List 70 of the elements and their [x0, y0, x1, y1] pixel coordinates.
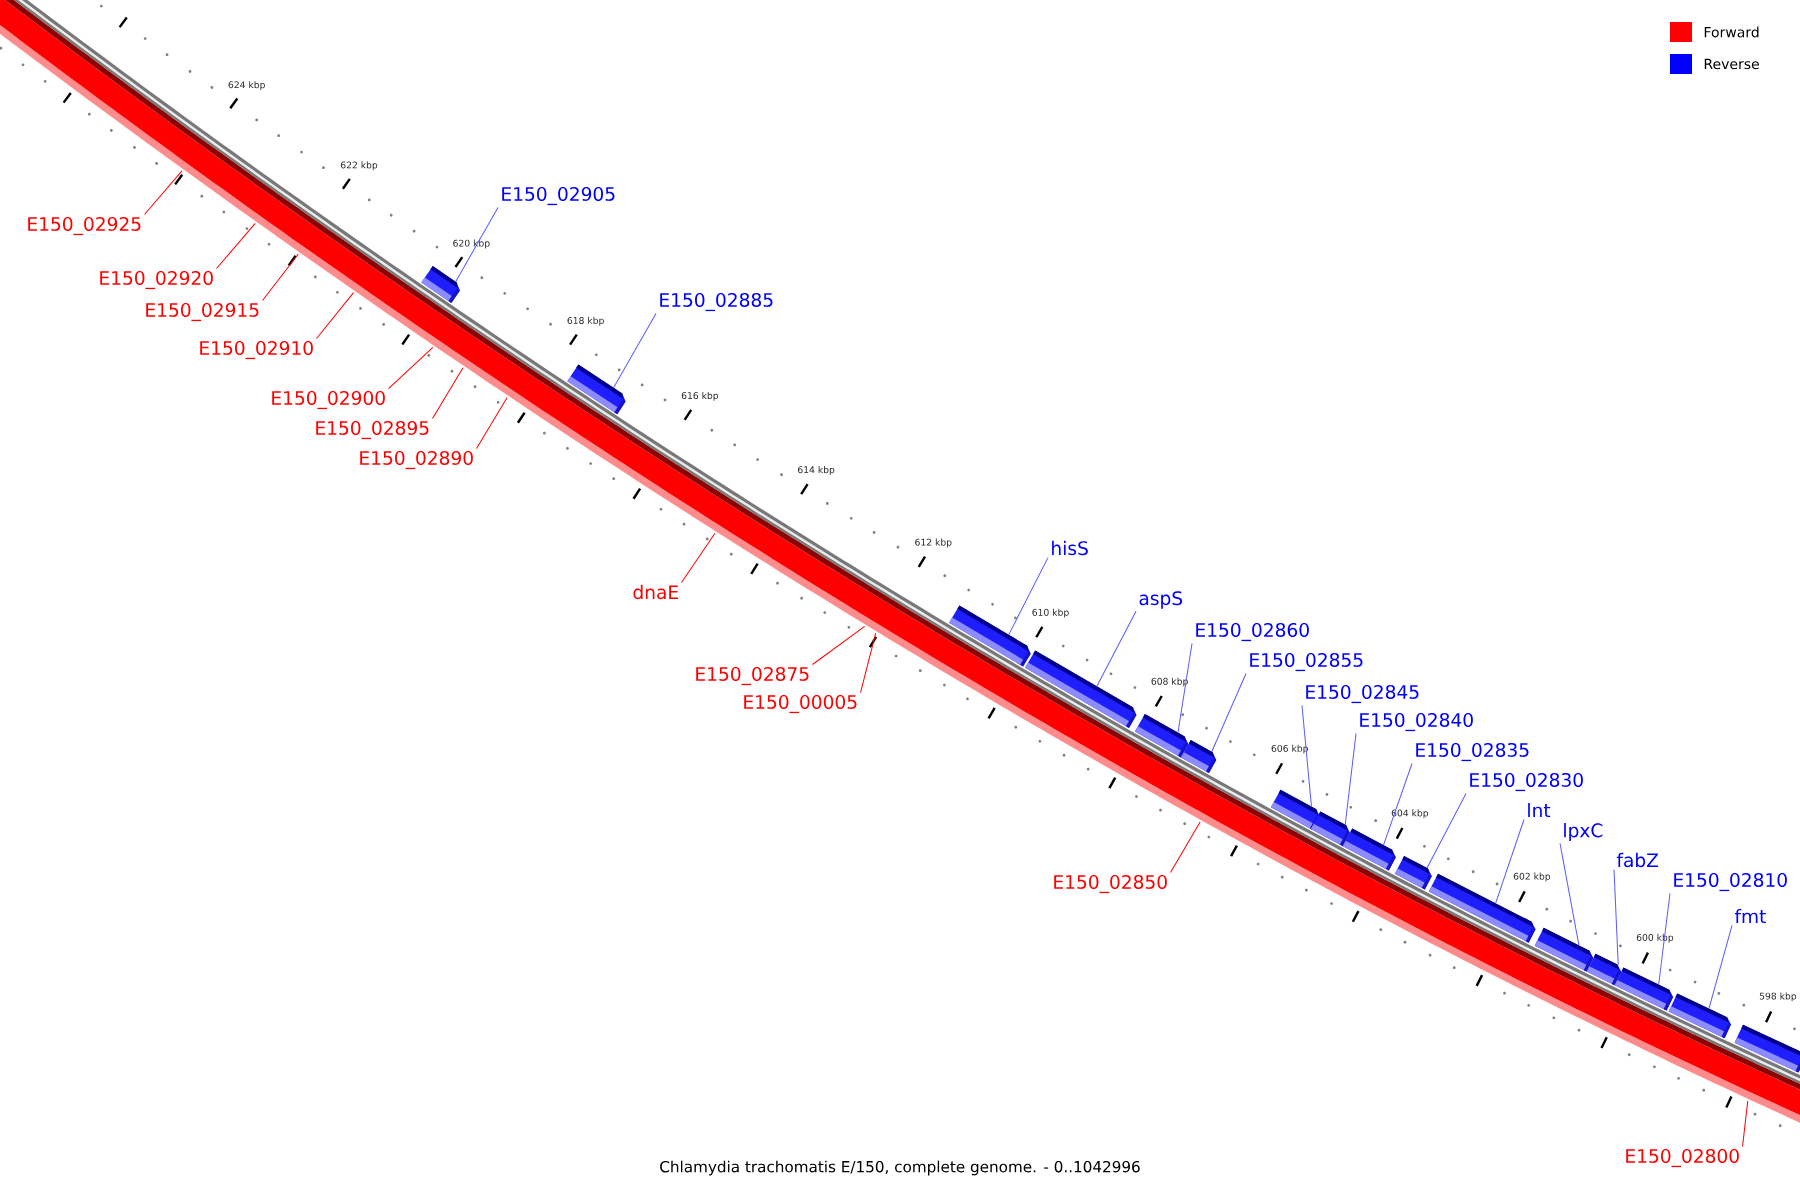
gene-block — [1310, 811, 1350, 847]
leader-line — [1008, 557, 1049, 636]
gene-block — [949, 605, 1031, 667]
gene-block — [1270, 789, 1320, 831]
gene-label: dnaE — [633, 584, 678, 600]
gene-label: E150_02910 — [200, 340, 313, 360]
gene-label: E150_02905 — [502, 186, 615, 206]
leader-line — [1708, 925, 1733, 1010]
leader-line — [613, 313, 657, 389]
gene-label: E150_02875 — [696, 666, 809, 686]
gene-block — [421, 265, 460, 303]
gene-label: E150_02855 — [1250, 652, 1363, 672]
leader-line — [860, 632, 877, 693]
gene-label: E150_02840 — [1360, 712, 1473, 732]
gene-block — [1534, 927, 1594, 972]
leader-line — [388, 346, 434, 389]
gene-block — [1025, 650, 1137, 728]
gene-block — [1342, 828, 1396, 871]
gene-block — [1180, 739, 1217, 774]
gene-block — [1394, 856, 1432, 890]
gene-label: E150_02835 — [1416, 742, 1529, 762]
gene-block — [567, 364, 626, 415]
leader-line — [1613, 869, 1619, 966]
leader-line — [216, 222, 256, 269]
leader-line — [1177, 643, 1193, 734]
leader-line — [812, 625, 866, 665]
gene-label: E150_00005 — [744, 694, 857, 714]
leader-line — [144, 170, 183, 215]
leader-line — [1344, 733, 1357, 826]
leader-line — [1096, 610, 1137, 687]
leader-line — [1170, 821, 1201, 873]
leader-line — [455, 207, 499, 283]
gene-block — [1734, 1024, 1800, 1073]
gene-label: E150_02920 — [100, 270, 213, 290]
leader-line — [316, 292, 355, 339]
leader-line — [1559, 842, 1580, 946]
gene-block — [1586, 953, 1622, 986]
gene-label: E150_02900 — [272, 390, 385, 410]
gene-block — [1428, 873, 1536, 943]
gene-label: fabZ — [1616, 852, 1659, 868]
gene-label: E150_02850 — [1054, 874, 1167, 894]
gene-label: E150_02915 — [146, 302, 259, 322]
gene-label: E150_02925 — [28, 216, 141, 236]
leader-line — [1426, 793, 1467, 869]
gene-block — [1134, 714, 1189, 758]
leader-line — [432, 367, 464, 419]
gene-label: hisS — [1052, 540, 1088, 556]
gene-label: aspS — [1139, 591, 1183, 609]
gene-label: E150_02890 — [360, 450, 473, 470]
gene-label: E150_02830 — [1470, 772, 1583, 792]
leader-line — [1495, 819, 1525, 904]
gene-label: E150_02895 — [316, 420, 429, 440]
gene-label: E150_02885 — [660, 292, 773, 312]
gene-label: fmt — [1734, 908, 1766, 924]
leader-line — [1658, 893, 1671, 986]
gene-block — [1614, 967, 1674, 1011]
leader-line — [1211, 673, 1247, 753]
leader-line — [681, 532, 716, 583]
gene-block — [1668, 993, 1731, 1039]
leader-line — [476, 397, 508, 449]
leader-line — [1742, 1100, 1749, 1147]
gene-label: E150_02845 — [1306, 684, 1419, 704]
gene-label: E150_02860 — [1196, 622, 1309, 642]
leader-line — [262, 253, 299, 301]
gene-label: E150_02810 — [1674, 872, 1787, 892]
gene-label: E150_02800 — [1626, 1148, 1739, 1168]
gene-label: lpxC — [1564, 823, 1603, 841]
leader-line — [1383, 763, 1413, 846]
gene-label: lnt — [1528, 802, 1551, 818]
leader-line — [1301, 705, 1312, 808]
